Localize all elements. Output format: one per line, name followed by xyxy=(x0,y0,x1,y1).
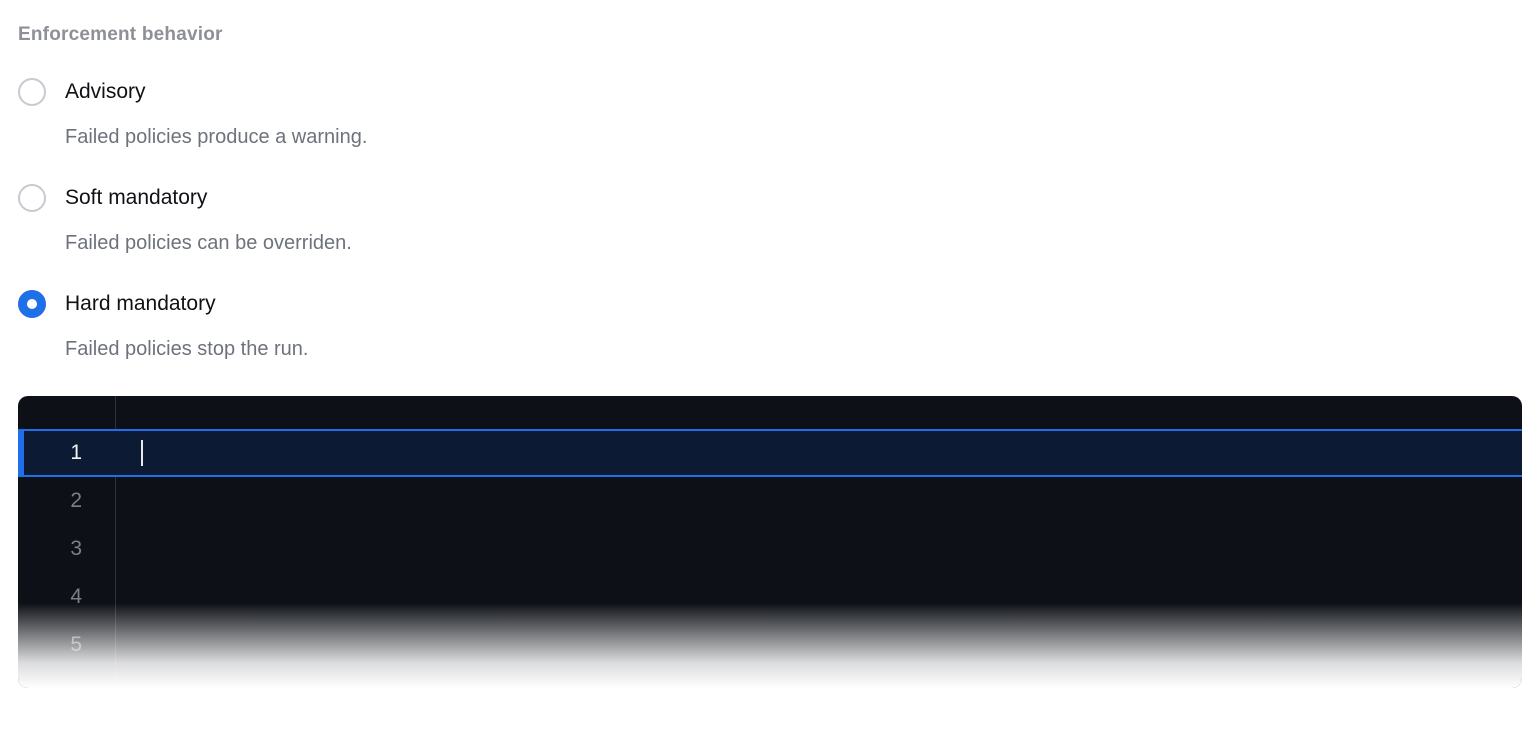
radio-icon[interactable] xyxy=(18,78,46,106)
gutter-divider xyxy=(115,396,116,688)
radio-icon[interactable] xyxy=(18,290,46,318)
editor-line[interactable]: 2 xyxy=(18,477,1522,525)
code-area[interactable] xyxy=(115,573,1522,621)
code-area[interactable] xyxy=(115,431,1522,475)
group-label: Enforcement behavior xyxy=(18,24,223,45)
editor-line[interactable]: 5 xyxy=(18,621,1522,669)
line-number: 3 xyxy=(70,537,82,560)
editor-line[interactable]: 1 xyxy=(18,429,1522,477)
code-area[interactable] xyxy=(115,477,1522,525)
editor-line[interactable]: 3 xyxy=(18,525,1522,573)
radio-dot-icon xyxy=(27,299,37,309)
option-label: Soft mandatory xyxy=(65,186,208,209)
option-text: Hard mandatory Failed policies stop the … xyxy=(65,290,308,362)
code-area[interactable] xyxy=(115,621,1522,669)
option-text: Advisory Failed policies produce a warni… xyxy=(65,78,367,150)
option-description: Failed policies produce a warning. xyxy=(65,126,368,148)
policy-code-editor[interactable]: 1 2 3 4 5 xyxy=(18,396,1522,688)
enforcement-behavior-group: Enforcement behavior Advisory Failed pol… xyxy=(18,24,1522,362)
option-text: Soft mandatory Failed policies can be ov… xyxy=(65,184,352,256)
line-number: 5 xyxy=(70,633,82,656)
option-label: Hard mandatory xyxy=(65,292,216,315)
radio-icon[interactable] xyxy=(18,184,46,212)
option-description: Failed policies stop the run. xyxy=(65,338,309,360)
code-area[interactable] xyxy=(115,525,1522,573)
text-cursor xyxy=(141,440,143,466)
option-description: Failed policies can be overriden. xyxy=(65,232,352,254)
radio-option-hard-mandatory[interactable]: Hard mandatory Failed policies stop the … xyxy=(18,290,1522,362)
line-number: 4 xyxy=(70,585,82,608)
editor-line[interactable]: 4 xyxy=(18,573,1522,621)
line-number: 2 xyxy=(70,489,82,512)
option-label: Advisory xyxy=(65,80,146,103)
radio-option-soft-mandatory[interactable]: Soft mandatory Failed policies can be ov… xyxy=(18,184,1522,256)
page: Enforcement behavior Advisory Failed pol… xyxy=(18,24,1522,688)
line-number: 1 xyxy=(70,441,82,464)
radio-option-advisory[interactable]: Advisory Failed policies produce a warni… xyxy=(18,78,1522,150)
